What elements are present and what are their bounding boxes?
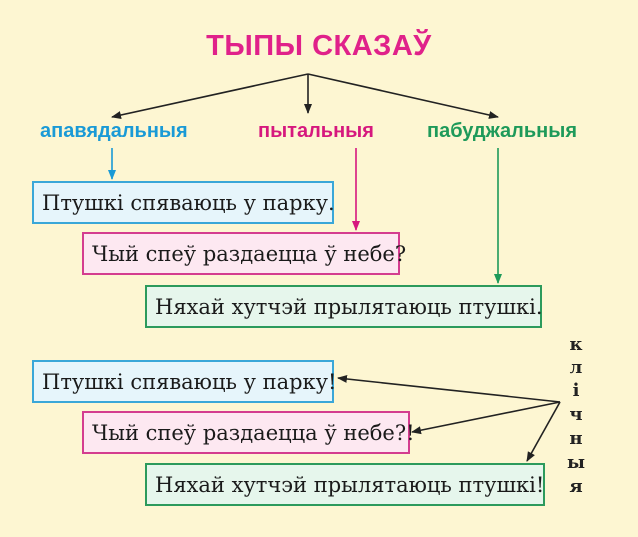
sentence-imperative-exclamatory-box: Няхай хутчэй прылятаюць птушкі! <box>145 463 545 506</box>
category-imperative: пабуджальныя <box>427 120 577 142</box>
arrow-title-to-cat-2 <box>307 73 499 119</box>
diagram-title: ТЫПЫ СКАЗАЎ <box>206 30 432 62</box>
sentence-declarative-exclamatory-box: Птушкі спяваюць у парку! <box>32 360 336 403</box>
sentence-declarative-box: Птушкі спяваюць у парку. <box>32 181 335 224</box>
arrow-exclam-2 <box>526 401 561 462</box>
sentence-interrogative-box: Чый спеў раздаецца ў небе? <box>82 232 406 275</box>
category-interrogative: пытальныя <box>258 120 374 142</box>
arrow-title-to-cat-0 <box>111 73 309 119</box>
vertical-label-char: я <box>569 476 583 497</box>
sentence-imperative-box: Няхай хутчэй прылятаюць птушкі. <box>145 285 543 328</box>
vertical-label-char: ы <box>566 452 586 473</box>
vertical-label-char: л <box>569 357 583 378</box>
vertical-label-char: н <box>569 428 583 449</box>
arrow-exclam-1 <box>411 401 561 435</box>
arrow-exclam-0 <box>337 374 561 403</box>
vertical-label-char: ч <box>569 404 583 425</box>
vertical-label-char: і <box>572 380 580 401</box>
vertical-label-char: к <box>569 334 583 355</box>
category-declarative: апавядальныя <box>40 120 188 142</box>
sentence-interrogative-exclamatory-box: Чый спеў раздаецца ў небе?! <box>82 411 415 454</box>
